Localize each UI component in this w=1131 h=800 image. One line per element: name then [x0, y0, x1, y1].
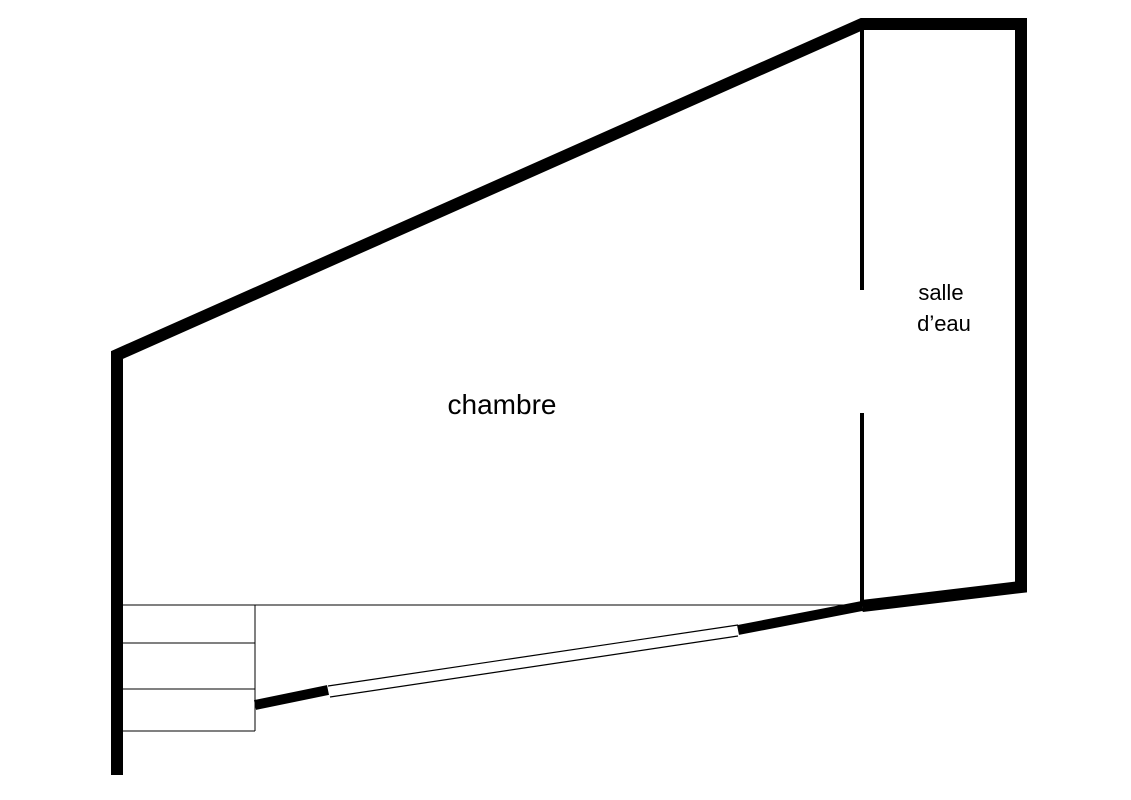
stairs: [123, 605, 256, 732]
exterior-wall-bottom-right: [737, 601, 863, 635]
room-label-salle-deau-line-2: d’eau: [917, 311, 971, 336]
window: [327, 624, 739, 698]
exterior-wall-left-and-roof: [111, 18, 1027, 775]
room-label-chambre: chambre: [448, 389, 557, 420]
room-label-salle-deau: salle d’eau: [917, 280, 971, 336]
exterior-wall-bottom-left: [253, 685, 330, 710]
room-label-salle-deau-line-1: salle: [918, 280, 963, 305]
